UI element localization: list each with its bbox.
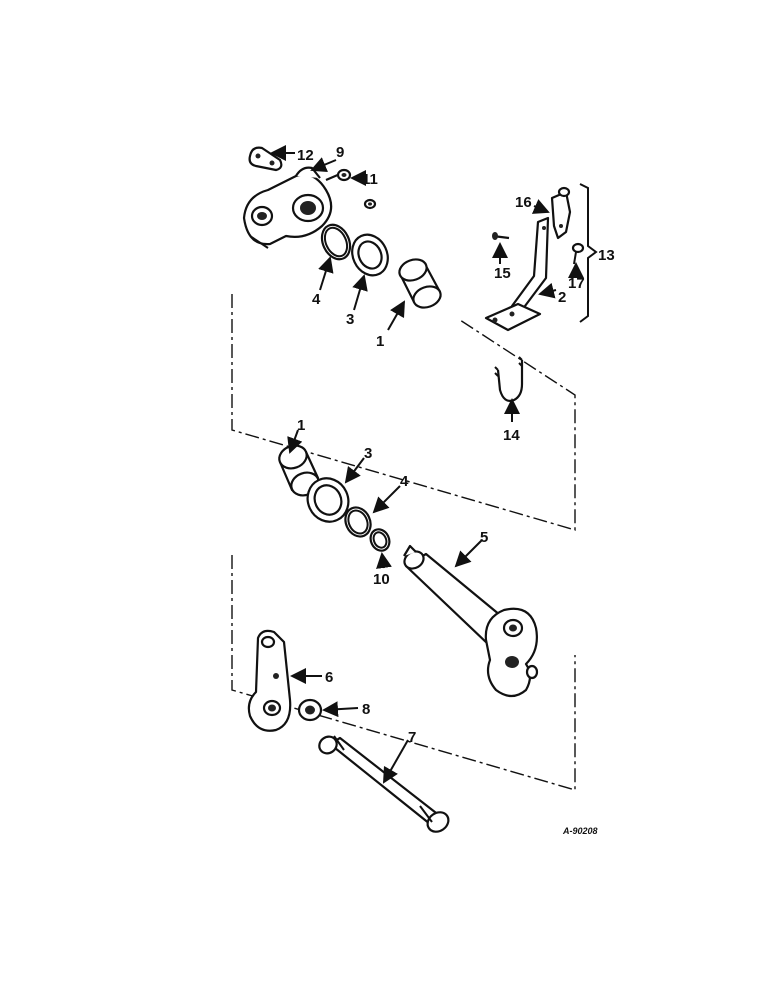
link-plate-part-12 [248, 146, 283, 172]
callout-1-upper: 1 [376, 333, 384, 350]
callout-1-lower: 1 [297, 417, 305, 434]
ring-part-4-upper [320, 223, 352, 261]
callout-8: 8 [362, 701, 370, 718]
callout-9: 9 [336, 144, 344, 161]
bolt-part-17 [571, 242, 585, 265]
callout-13: 13 [598, 247, 615, 264]
callout-17: 17 [568, 275, 585, 292]
u-bolt-part-14 [494, 356, 524, 402]
callout-5: 5 [480, 529, 488, 546]
callout-14: 14 [503, 427, 520, 444]
callout-labels: 12 9 11 4 3 1 16 15 17 13 2 14 1 3 4 10 … [297, 144, 615, 836]
figure-number: A-90208 [562, 826, 598, 836]
group-bracket-13 [579, 183, 598, 323]
ring-part-4-lower [344, 506, 372, 538]
small-screw [363, 198, 377, 210]
bushing-part-1-upper [398, 258, 442, 309]
callout-4-lower: 4 [400, 473, 409, 490]
latch-part-16 [550, 186, 572, 240]
seal-part-3-upper [351, 233, 389, 277]
callout-3-upper: 3 [346, 311, 354, 328]
lift-arm-part-6 [247, 629, 292, 732]
callout-6: 6 [325, 669, 333, 686]
callout-3-lower: 3 [364, 445, 372, 462]
rockshaft-part-5 [403, 544, 539, 698]
callout-15: 15 [494, 265, 511, 282]
callout-4-upper: 4 [312, 291, 321, 308]
pin-part-15 [492, 232, 510, 240]
lower-alignment-frame [231, 555, 576, 791]
seal-part-3-lower [306, 477, 350, 523]
rockshaft-arm-part-9 [242, 166, 333, 249]
callout-2: 2 [558, 289, 566, 306]
callout-16: 16 [515, 194, 532, 211]
washer-part-8 [297, 698, 323, 722]
screw-part-11 [325, 168, 352, 182]
callout-7: 7 [408, 729, 416, 746]
callout-12: 12 [297, 147, 314, 164]
callout-10: 10 [373, 571, 390, 588]
callout-11: 11 [362, 171, 378, 188]
ring-part-10 [369, 528, 391, 552]
upper-alignment-frame [231, 294, 576, 531]
leader-lines [270, 145, 584, 784]
